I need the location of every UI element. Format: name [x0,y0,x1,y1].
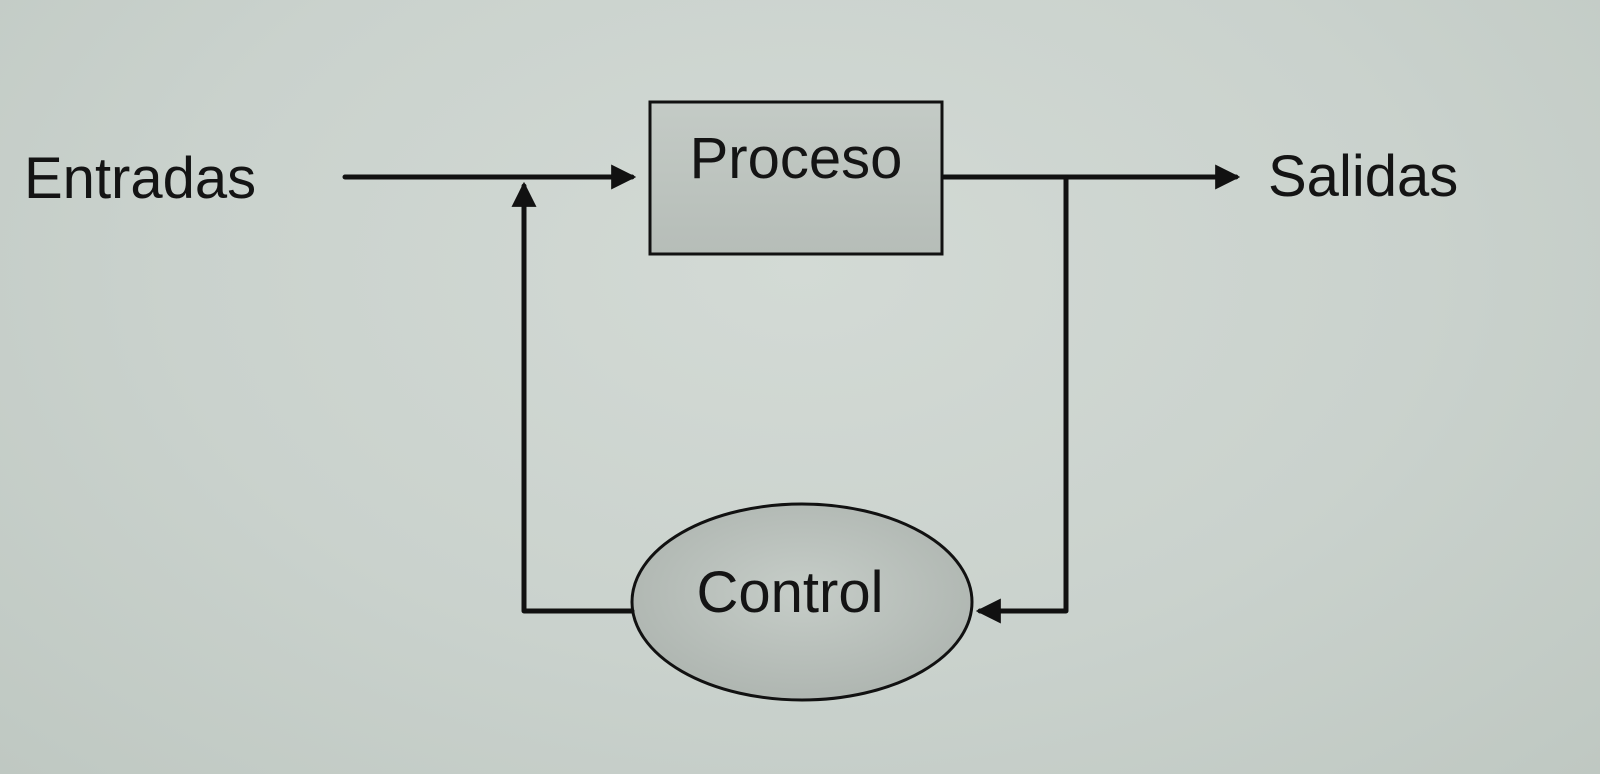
feedback-to-control-arrow [975,174,1069,624]
control-ellipse [630,502,974,702]
outputs-label: Salidas [1268,144,1458,209]
control-label: Control [697,560,884,625]
inputs-label: Entradas [24,146,256,211]
process-label: Proceso [690,126,903,191]
control-to-input-arrow [511,181,635,614]
